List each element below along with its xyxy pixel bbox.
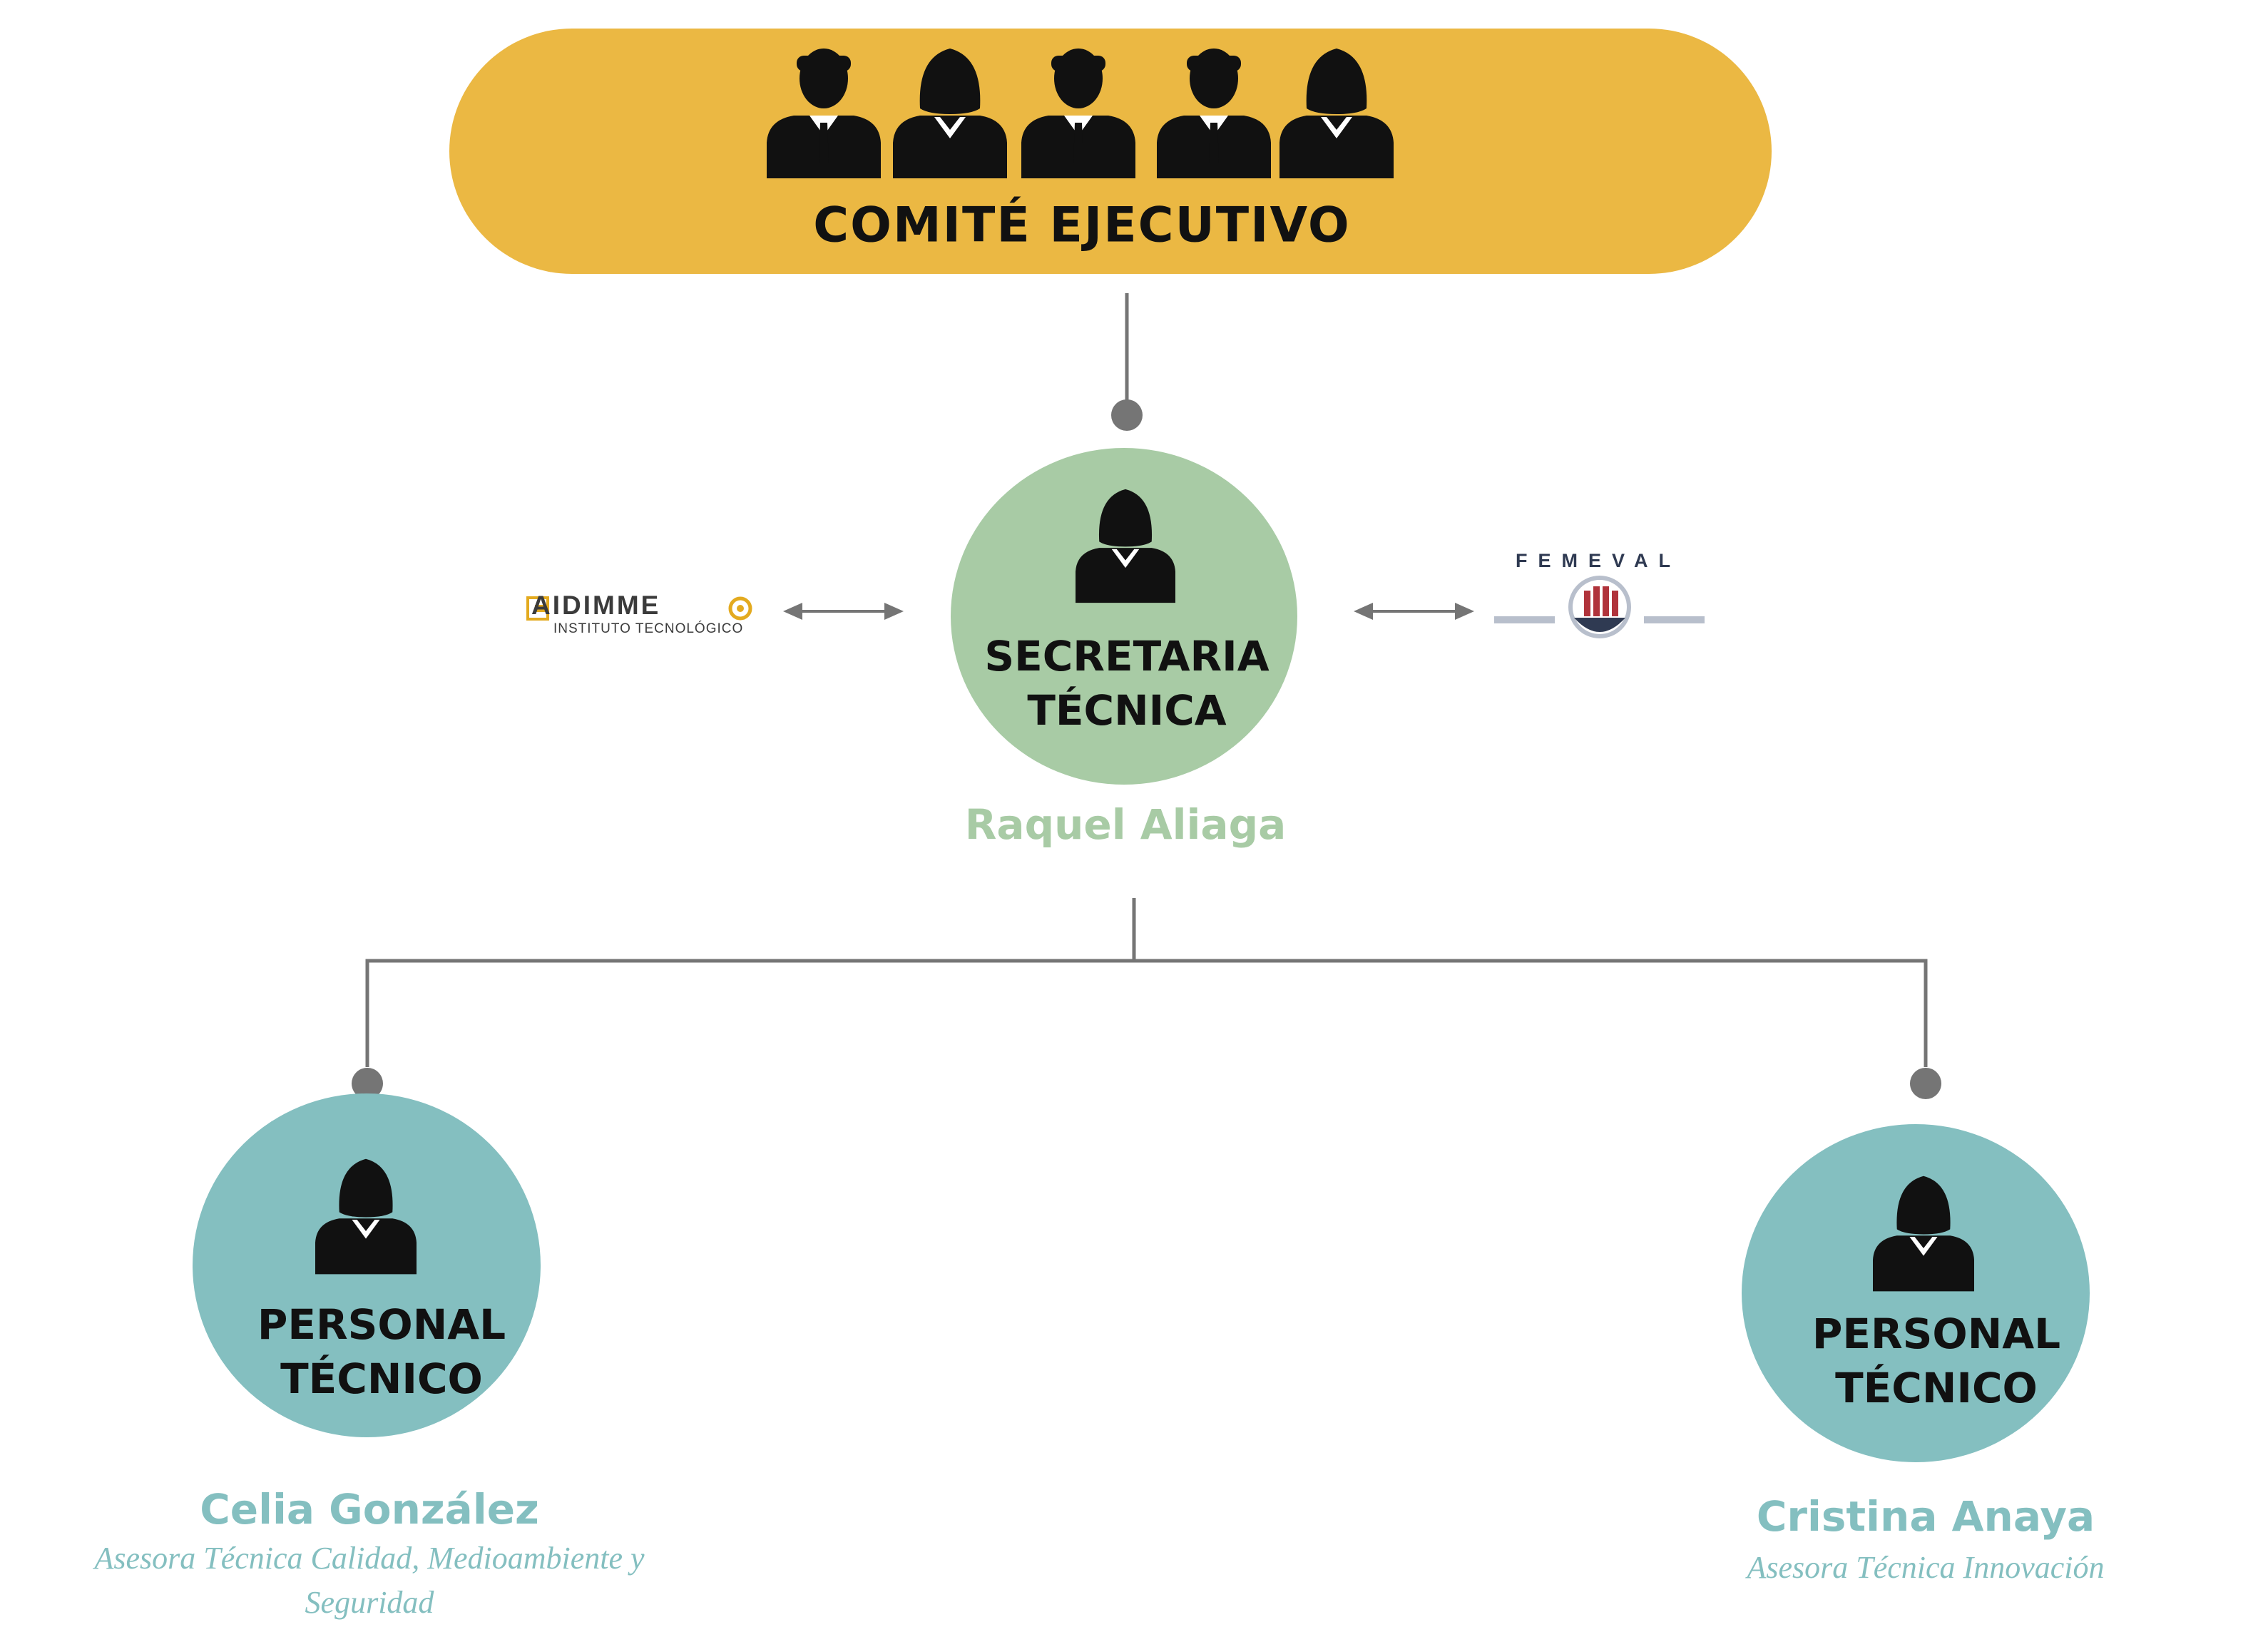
committee-member-icon [1021, 49, 1135, 178]
committee-member-icon [1279, 49, 1394, 178]
arrow-aidimme-secretary [783, 603, 904, 620]
committee-members [767, 49, 1394, 178]
aidimme-logo-mark [526, 596, 549, 621]
staff-right-role: Asesora Técnica Innovación [1747, 1550, 2105, 1585]
aidimme-logo-subtitle: INSTITUTO TECNOLÓGICO [553, 621, 744, 636]
arrow-secretary-femeval [1354, 603, 1474, 620]
staff-right-title: PERSONAL TÉCNICO [1812, 1310, 2061, 1412]
staff-right-person-icon [1873, 1175, 1974, 1292]
staff-left-person-icon [315, 1158, 417, 1275]
secretary-person-icon [1076, 489, 1175, 603]
staff-left-name: Celia González [200, 1485, 539, 1534]
committee-member-icon [767, 49, 881, 178]
connector-dot-staff-right [1910, 1068, 1941, 1099]
committee-member-icon [1157, 49, 1271, 178]
aidimme-logo-name: AIDIMME [531, 591, 661, 620]
staff-left-role: Asesora Técnica Calidad, Medioambiente y… [94, 1541, 645, 1620]
committee-title: COMITÉ EJECUTIVO [813, 197, 1351, 254]
secretary-name: Raquel Aliaga [964, 800, 1287, 849]
staff-right-name: Cristina Anaya [1756, 1492, 2095, 1541]
femeval-logo-emblem [1494, 576, 1705, 638]
connector-dot-secretary [1111, 399, 1143, 431]
staff-left-title: PERSONAL TÉCNICO [257, 1300, 506, 1403]
committee-member-icon [893, 49, 1007, 178]
secretary-title: SECRETARIA TÉCNICA [984, 632, 1270, 735]
aidimme-gear-icon [728, 596, 752, 621]
connector-dot-staff-left [352, 1068, 383, 1099]
connector-secretary-staff [365, 959, 1928, 1067]
femeval-logo-name: FEMEVAL [1516, 550, 1681, 571]
